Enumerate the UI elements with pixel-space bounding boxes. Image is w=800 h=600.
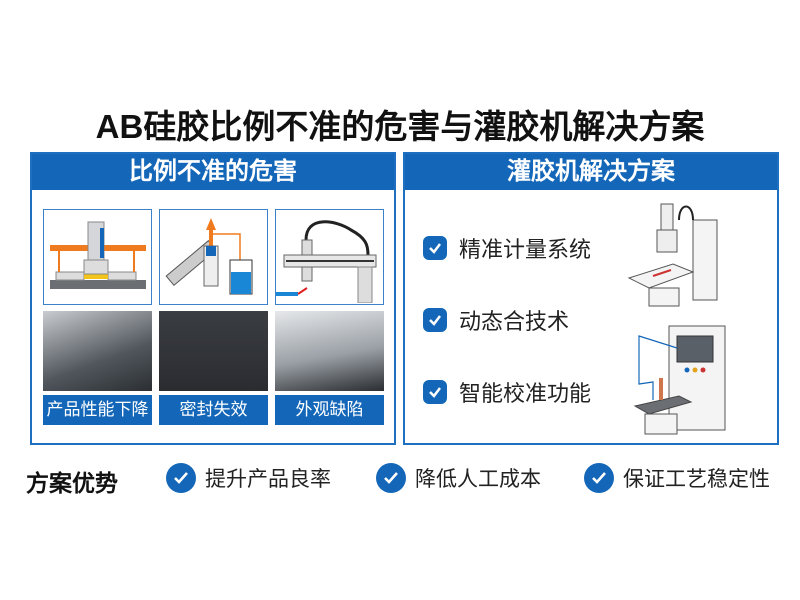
check-circle-icon <box>584 463 614 493</box>
advantage-label: 降低人工成本 <box>415 468 541 491</box>
check-icon <box>423 380 447 404</box>
feature-label: 动态合技术 <box>459 309 570 334</box>
hazard-label: 密封失效 <box>159 395 268 425</box>
feature-label: 智能校准功能 <box>459 381 592 406</box>
dispensing-machine-illustration <box>627 203 718 307</box>
dispensing-valve-diagram <box>159 209 268 305</box>
check-icon <box>423 308 447 332</box>
advantages-title: 方案优势 <box>26 470 118 496</box>
hazard-label: 外观缺陷 <box>275 395 384 425</box>
feature-item: 智能校准功能 <box>423 376 591 408</box>
gantry-diagram <box>275 209 384 305</box>
advantage-item: 降低人工成本 <box>376 463 541 493</box>
hazard-label: 产品性能下降 <box>43 395 152 425</box>
hazards-heading: 比例不准的危害 <box>32 154 394 190</box>
hazard-tile-appearance: 外观缺陷 <box>275 209 384 425</box>
advantage-item: 提升产品良率 <box>166 463 331 493</box>
solutions-heading: 灌胶机解决方案 <box>405 154 777 190</box>
hazards-panel: 比例不准的危害 产品性能下降 <box>30 152 396 445</box>
hazard-tile-performance: 产品性能下降 <box>43 209 152 425</box>
sealed-plate-photo <box>159 311 268 391</box>
page-title: AB硅胶比例不准的危害与灌胶机解决方案 <box>95 108 705 145</box>
feature-item: 精准计量系统 <box>423 232 591 264</box>
advantages-bar: 方案优势 提升产品良率 降低人工成本 保证工艺稳定性 <box>0 460 800 500</box>
check-icon <box>423 236 447 260</box>
press-machine-diagram <box>43 209 152 305</box>
operator-photo <box>43 311 152 391</box>
check-circle-icon <box>166 463 196 493</box>
advantage-label: 保证工艺稳定性 <box>623 468 770 491</box>
conveyor-photo <box>275 311 384 391</box>
check-circle-icon <box>376 463 406 493</box>
feature-label: 精准计量系统 <box>459 237 592 262</box>
advantage-label: 提升产品良率 <box>205 468 331 491</box>
advantage-item: 保证工艺稳定性 <box>584 463 770 493</box>
hazard-tile-seal: 密封失效 <box>159 209 268 425</box>
control-panel-machine-illustration <box>633 325 726 435</box>
solutions-panel: 灌胶机解决方案 精准计量系统 动态合技术 智能校准功能 <box>403 152 779 445</box>
feature-item: 动态合技术 <box>423 304 569 336</box>
